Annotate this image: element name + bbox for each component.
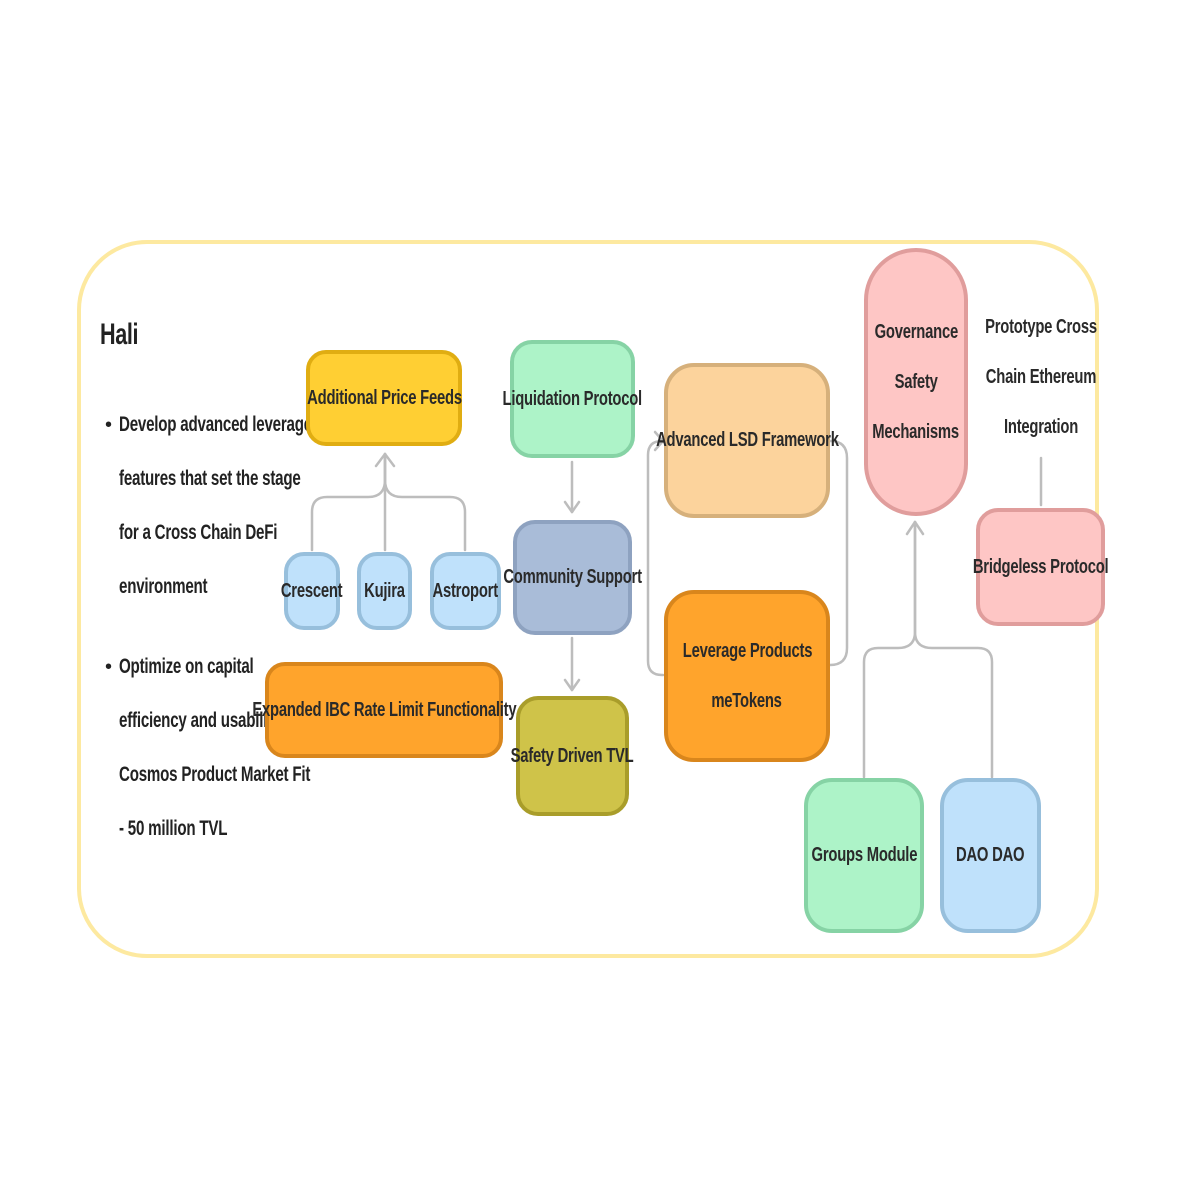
bullet-list-2: Optimize on capital efficiency and usabi…	[105, 640, 385, 878]
node-label-line-2: Chain Ethereum	[985, 366, 1097, 388]
node-label: Crescent	[281, 579, 343, 602]
node-label: Advanced LSD Framework	[655, 429, 839, 451]
bullet-line: Develop advanced leverage	[119, 413, 312, 436]
node-label: Safety Driven TVL	[511, 744, 634, 767]
node-label: Additional Price Feeds	[306, 386, 462, 409]
node-crescent[interactable]: Crescent	[281, 552, 343, 630]
node-community-support[interactable]: Community Support	[503, 520, 642, 635]
node-expanded-ibc-rate-limit[interactable]: Expanded IBC Rate Limit Functionality	[252, 662, 516, 758]
node-kujira[interactable]: Kujira	[357, 552, 412, 630]
node-label: Community Support	[503, 566, 642, 588]
node-label-line-2: Safety	[894, 371, 938, 393]
bullet-list-1: Develop advanced leverage features that …	[105, 398, 387, 636]
node-label-line-3: Mechanisms	[872, 421, 960, 443]
bullet-line: - 50 million TVL	[119, 817, 228, 840]
bullet-item: Develop advanced leverage features that …	[105, 398, 387, 614]
node-label-line-1: Prototype Cross	[985, 316, 1097, 338]
bullet-line: environment	[119, 575, 208, 598]
node-dao-dao[interactable]: DAO DAO	[940, 778, 1041, 933]
node-label-line-2: meTokens	[711, 690, 783, 712]
node-label: Bridgeless Protocol	[972, 555, 1109, 578]
bullet-line: for a Cross Chain DeFi	[119, 521, 278, 544]
node-prototype-cross-chain-ethereum[interactable]: Prototype Cross Chain Ethereum Integrati…	[961, 302, 1121, 452]
panel-title: Hali	[100, 318, 139, 351]
bullet-line: Optimize on capital	[119, 655, 254, 678]
node-astroport[interactable]: Astroport	[430, 552, 501, 630]
bullet-line: efficiency and usability for	[119, 709, 304, 732]
node-governance-safety-mechanisms[interactable]: Governance Safety Mechanisms	[864, 248, 968, 516]
node-label-line-3: Integration	[1003, 416, 1079, 438]
node-label: Liquidation Protocol	[502, 387, 643, 410]
node-additional-price-feeds[interactable]: Additional Price Feeds	[306, 350, 462, 446]
bullet-line: Cosmos Product Market Fit	[119, 763, 311, 786]
node-label: Astroport	[432, 579, 499, 602]
node-label: Expanded IBC Rate Limit Functionality	[252, 698, 516, 721]
bullet-line: features that set the stage	[119, 467, 301, 490]
node-liquidation-protocol[interactable]: Liquidation Protocol	[503, 340, 642, 458]
node-groups-module[interactable]: Groups Module	[804, 778, 924, 933]
node-leverage-products-metokens[interactable]: Leverage Products meTokens	[664, 590, 830, 762]
node-bridgeless-protocol[interactable]: Bridgeless Protocol	[973, 508, 1109, 626]
node-label: Kujira	[364, 579, 405, 602]
bullet-item: Optimize on capital efficiency and usabi…	[105, 640, 385, 856]
node-label: DAO DAO	[956, 844, 1025, 866]
node-label: Groups Module	[811, 844, 917, 866]
node-advanced-lsd-framework[interactable]: Advanced LSD Framework	[656, 363, 839, 518]
node-safety-driven-tvl[interactable]: Safety Driven TVL	[511, 696, 634, 816]
node-label-line-1: Governance	[874, 321, 958, 343]
node-label-line-1: Leverage Products	[682, 640, 812, 662]
